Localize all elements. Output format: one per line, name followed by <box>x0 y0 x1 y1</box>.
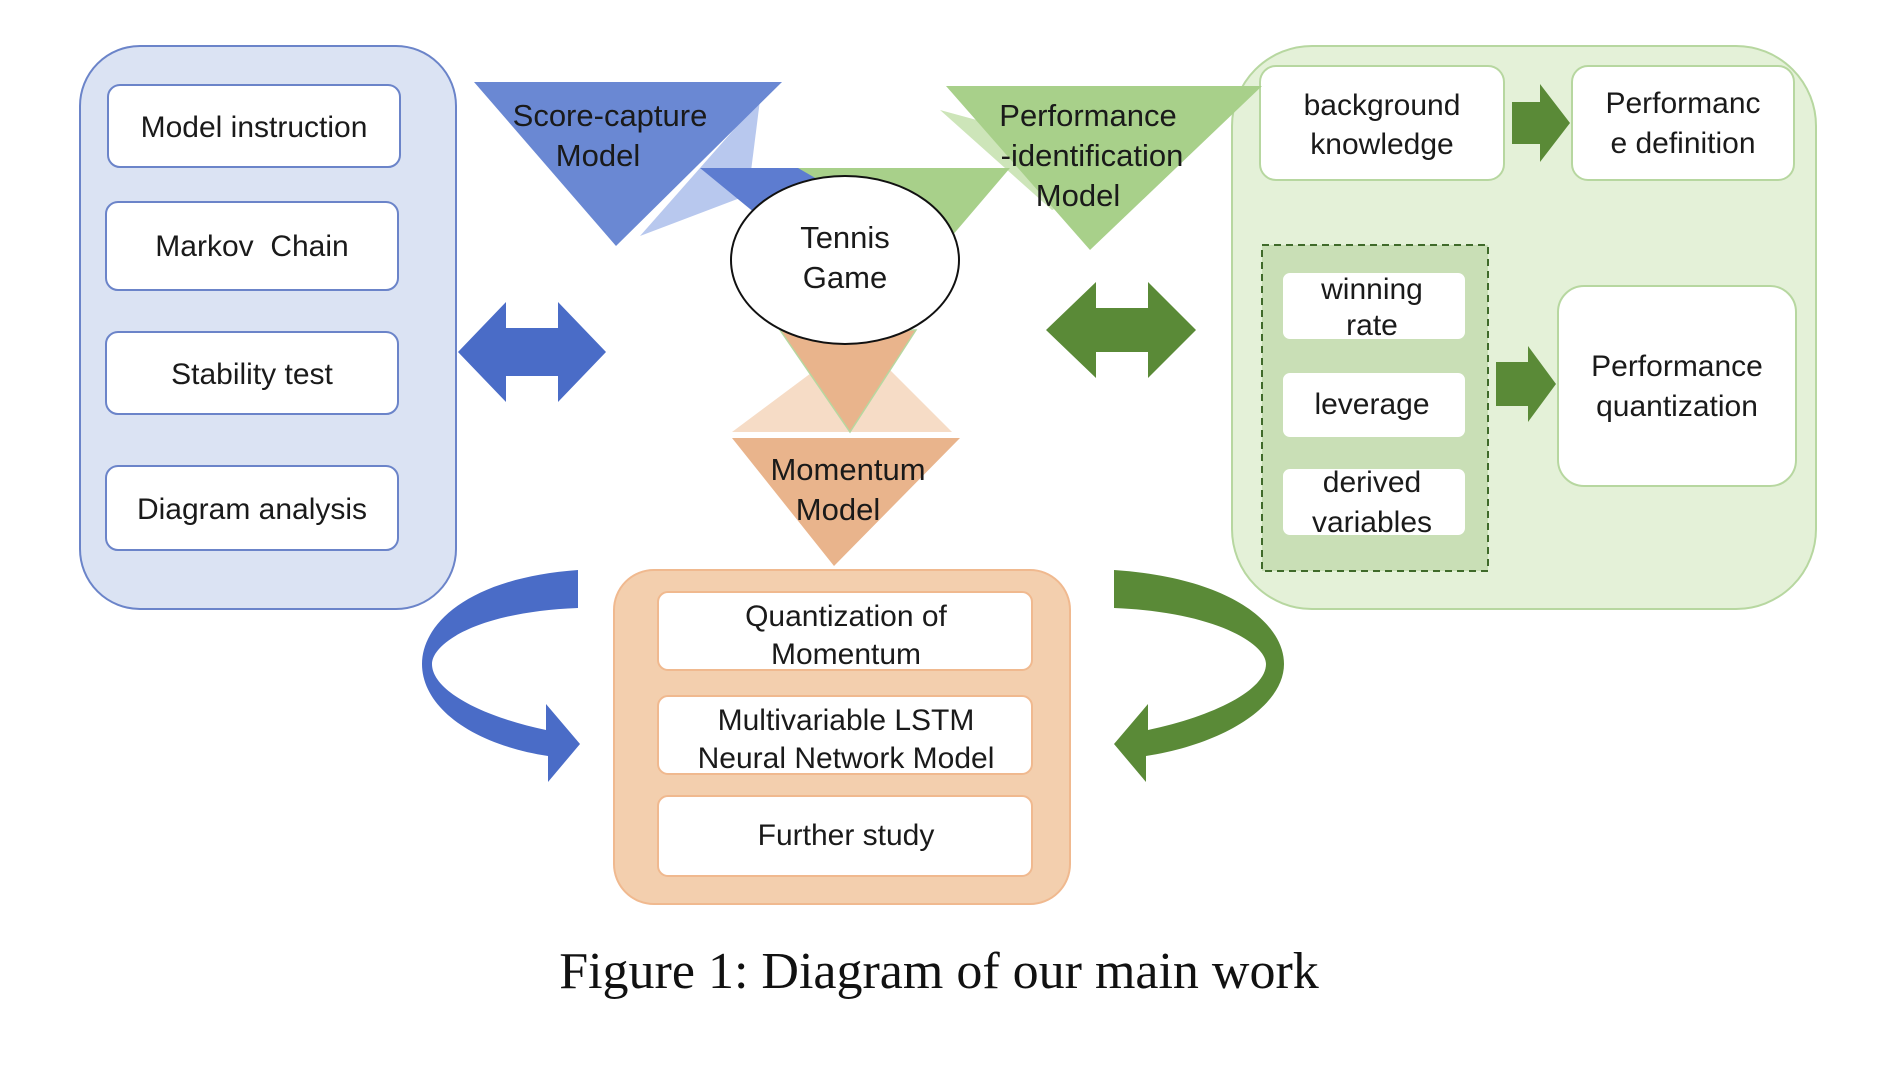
label-stability-test: Stability test <box>171 358 333 391</box>
double-arrow-icon <box>1046 282 1196 378</box>
figure-caption: Figure 1: Diagram of our main work <box>559 943 1319 1000</box>
tennis-game-ellipse <box>730 175 960 345</box>
label-momentum-line1: Momentum <box>770 452 925 487</box>
label-diagram-analysis: Diagram analysis <box>137 493 367 526</box>
label-model-instruction: Model instruction <box>141 111 368 144</box>
label-momentum-line2: Model <box>796 492 880 527</box>
box-markov-chain <box>105 201 399 291</box>
label-markov-chain: Markov Chain <box>155 230 348 263</box>
label-performance-line2: -identification <box>1001 138 1184 173</box>
label-background-line1: background <box>1304 89 1461 122</box>
box-diagram-analysis <box>105 465 399 551</box>
double-arrow-icon <box>458 302 606 402</box>
label-further-study: Further study <box>758 819 935 852</box>
label-winning-line2: rate <box>1346 309 1398 342</box>
box-further-study <box>657 795 1033 877</box>
label-quantization-line1: Performance <box>1591 350 1763 383</box>
right-arrow-icon <box>1496 346 1556 422</box>
label-derived-line1: derived <box>1323 466 1421 499</box>
box-background-knowledge <box>1259 65 1505 181</box>
label-tennis-line2: Game <box>803 260 887 295</box>
label-derived-line2: variables <box>1312 506 1432 539</box>
label-lstm-line2: Neural Network Model <box>698 742 995 775</box>
box-stability-test <box>105 331 399 415</box>
box-lstm-model <box>657 695 1033 775</box>
score-capture-triangle <box>474 82 782 246</box>
label-definition-line1: Performanc <box>1605 87 1760 120</box>
label-tennis-line1: Tennis <box>800 220 890 255</box>
box-performance-definition <box>1571 65 1795 181</box>
label-performance-line3: Model <box>1036 178 1120 213</box>
box-leverage <box>1281 371 1467 439</box>
label-score-line1: Score-capture <box>513 98 708 133</box>
momentum-triangle <box>732 438 960 566</box>
label-quantization-line2: quantization <box>1596 390 1758 423</box>
label-performance-line1: Performance <box>999 98 1176 133</box>
label-qm-line2: Momentum <box>771 638 921 671</box>
box-model-instruction <box>107 84 401 168</box>
performance-triangle <box>946 86 1262 250</box>
label-lstm-line1: Multivariable LSTM <box>718 704 975 737</box>
label-definition-line2: e definition <box>1610 127 1755 160</box>
right-arrow-icon <box>1512 84 1570 162</box>
left-panel-items: Model instruction Markov Chain Stability… <box>105 84 401 551</box>
label-background-line2: knowledge <box>1310 128 1453 161</box>
label-leverage: leverage <box>1314 388 1429 421</box>
curved-arrow-icon <box>422 570 580 782</box>
label-qm-line1: Quantization of <box>745 600 947 633</box>
box-performance-quantization <box>1557 285 1797 487</box>
label-winning-line1: winning <box>1320 273 1423 306</box>
curved-arrow-icon <box>1114 570 1284 782</box>
box-winning-rate <box>1281 271 1467 341</box>
box-quantization-momentum <box>657 591 1033 671</box>
box-derived-variables <box>1281 467 1467 537</box>
label-score-line2: Model <box>556 138 640 173</box>
